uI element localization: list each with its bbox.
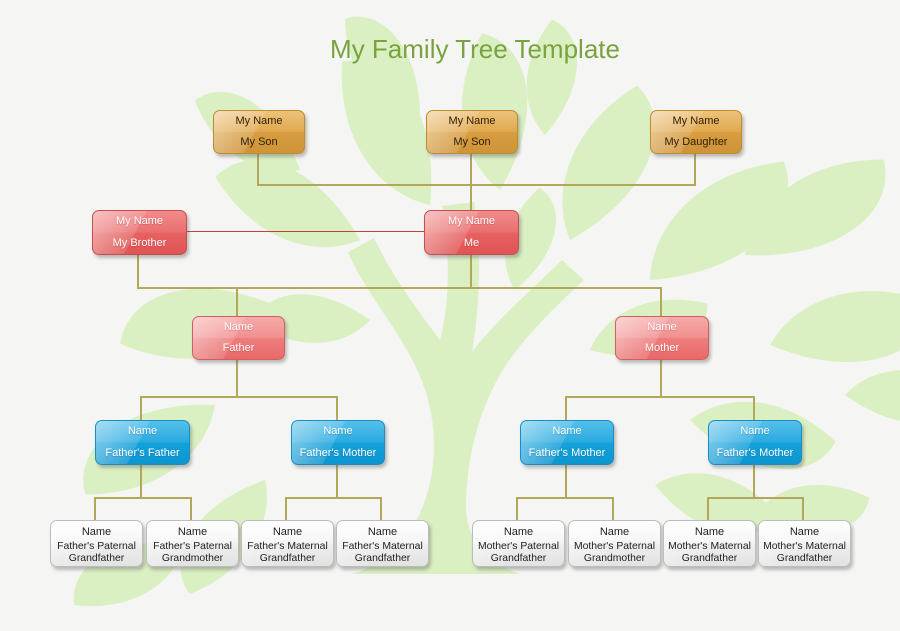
node-name-field: Name: [503, 526, 534, 539]
node-relation-label: Mother: [644, 342, 680, 355]
node-name-field: My Name: [447, 215, 496, 228]
node-father[interactable]: Name Father: [192, 316, 285, 360]
node-daughter[interactable]: My Name My Daughter: [650, 110, 742, 154]
node-name-field: Name: [367, 526, 398, 539]
node-name-field: Name: [223, 321, 254, 334]
connector-line: [707, 497, 709, 521]
node-name-field: My Name: [672, 115, 720, 128]
node-name-field: Name: [272, 526, 303, 539]
connector-line: [336, 396, 338, 422]
connector-line: [660, 358, 662, 398]
node-great-grandparent-1[interactable]: Name Father's Paternal Grandfather: [50, 520, 143, 567]
connector-line: [565, 463, 567, 499]
node-relation-label: Father's Father: [105, 446, 180, 459]
node-relation-label: My Son: [453, 136, 491, 149]
connector-line: [140, 396, 338, 398]
connector-line: [612, 497, 614, 521]
node-relation-label: Me: [463, 236, 480, 249]
node-name-field: My Name: [235, 115, 283, 128]
connector-line: [286, 497, 382, 499]
node-relation-label: Father's Paternal Grandmother: [153, 541, 232, 564]
node-great-grandparent-5[interactable]: Name Mother's Paternal Grandfather: [472, 520, 565, 567]
node-relation-label: Father's Maternal Grandfather: [342, 541, 423, 564]
node-name-field: Name: [789, 526, 820, 539]
connector-line: [137, 287, 662, 289]
node-relation-label: Father's Maternal Grandfather: [247, 541, 328, 564]
node-paternal-grandfather[interactable]: Name Father's Father: [95, 420, 190, 465]
connector-line: [753, 396, 755, 422]
node-mother[interactable]: Name Mother: [615, 316, 709, 360]
connector-line: [660, 287, 662, 318]
connector-line: [516, 497, 518, 521]
connector-line: [257, 152, 259, 186]
node-son-1[interactable]: My Name My Son: [213, 110, 305, 154]
node-paternal-grandmother[interactable]: Name Father's Mother: [291, 420, 385, 465]
tree-trunk-shape: [348, 202, 584, 574]
node-me[interactable]: My Name Me: [424, 210, 519, 255]
connector-line: [708, 497, 804, 499]
connector-line: [517, 497, 614, 499]
node-name-field: Name: [81, 526, 112, 539]
connector-line: [236, 358, 238, 398]
connector-line: [140, 396, 142, 422]
node-great-grandparent-7[interactable]: Name Mother's Maternal Grandfather: [663, 520, 756, 567]
connector-line: [565, 396, 755, 398]
connector-line: [185, 231, 424, 232]
node-name-field: Name: [177, 526, 208, 539]
connector-line: [565, 396, 567, 422]
node-name-field: My Name: [115, 215, 164, 228]
node-name-field: Name: [552, 425, 582, 438]
node-great-grandparent-6[interactable]: Name Mother's Paternal Grandmother: [568, 520, 661, 567]
connector-line: [257, 184, 696, 186]
connector-line: [470, 253, 472, 289]
connector-line: [285, 497, 287, 521]
node-name-field: Name: [323, 425, 353, 438]
connector-line: [802, 497, 804, 521]
node-great-grandparent-2[interactable]: Name Father's Paternal Grandmother: [146, 520, 239, 567]
connector-line: [236, 287, 238, 318]
connector-line: [694, 152, 696, 186]
connector-line: [336, 463, 338, 499]
connector-line: [95, 497, 192, 499]
node-great-grandparent-4[interactable]: Name Father's Maternal Grandfather: [336, 520, 429, 567]
connector-line: [190, 497, 192, 521]
node-great-grandparent-3[interactable]: Name Father's Maternal Grandfather: [241, 520, 334, 567]
node-relation-label: Father's Mother: [299, 446, 377, 459]
connector-line: [380, 497, 382, 521]
node-great-grandparent-8[interactable]: Name Mother's Maternal Grandfather: [758, 520, 851, 567]
connector-line: [94, 497, 96, 521]
page-title: My Family Tree Template: [330, 34, 620, 64]
node-relation-label: Father's Mother: [528, 446, 606, 459]
node-relation-label: Father: [222, 342, 255, 355]
node-relation-label: My Brother: [112, 236, 167, 249]
node-relation-label: Mother's Maternal Grandfather: [763, 541, 846, 564]
node-relation-label: Mother's Maternal Grandfather: [668, 541, 751, 564]
node-name-field: Name: [647, 321, 677, 334]
node-relation-label: My Daughter: [664, 136, 728, 149]
node-maternal-grandmother[interactable]: Name Father's Mother: [708, 420, 802, 465]
node-relation-label: My Son: [240, 136, 278, 149]
node-relation-label: Mother's Paternal Grandmother: [573, 541, 656, 564]
node-relation-label: Mother's Paternal Grandfather: [477, 541, 560, 564]
connector-line: [470, 152, 472, 210]
node-relation-label: Father's Mother: [716, 446, 794, 459]
connector-line: [137, 253, 139, 289]
node-maternal-grandfather[interactable]: Name Father's Mother: [520, 420, 614, 465]
node-relation-label: Father's Paternal Grandfather: [57, 541, 136, 564]
node-son-2[interactable]: My Name My Son: [426, 110, 518, 154]
node-name-field: Name: [127, 425, 158, 438]
connector-line: [140, 463, 142, 499]
node-name-field: Name: [599, 526, 630, 539]
connector-line: [753, 463, 755, 499]
node-name-field: Name: [740, 425, 770, 438]
node-name-field: My Name: [448, 115, 496, 128]
node-name-field: Name: [694, 526, 725, 539]
node-brother[interactable]: My Name My Brother: [92, 210, 187, 255]
